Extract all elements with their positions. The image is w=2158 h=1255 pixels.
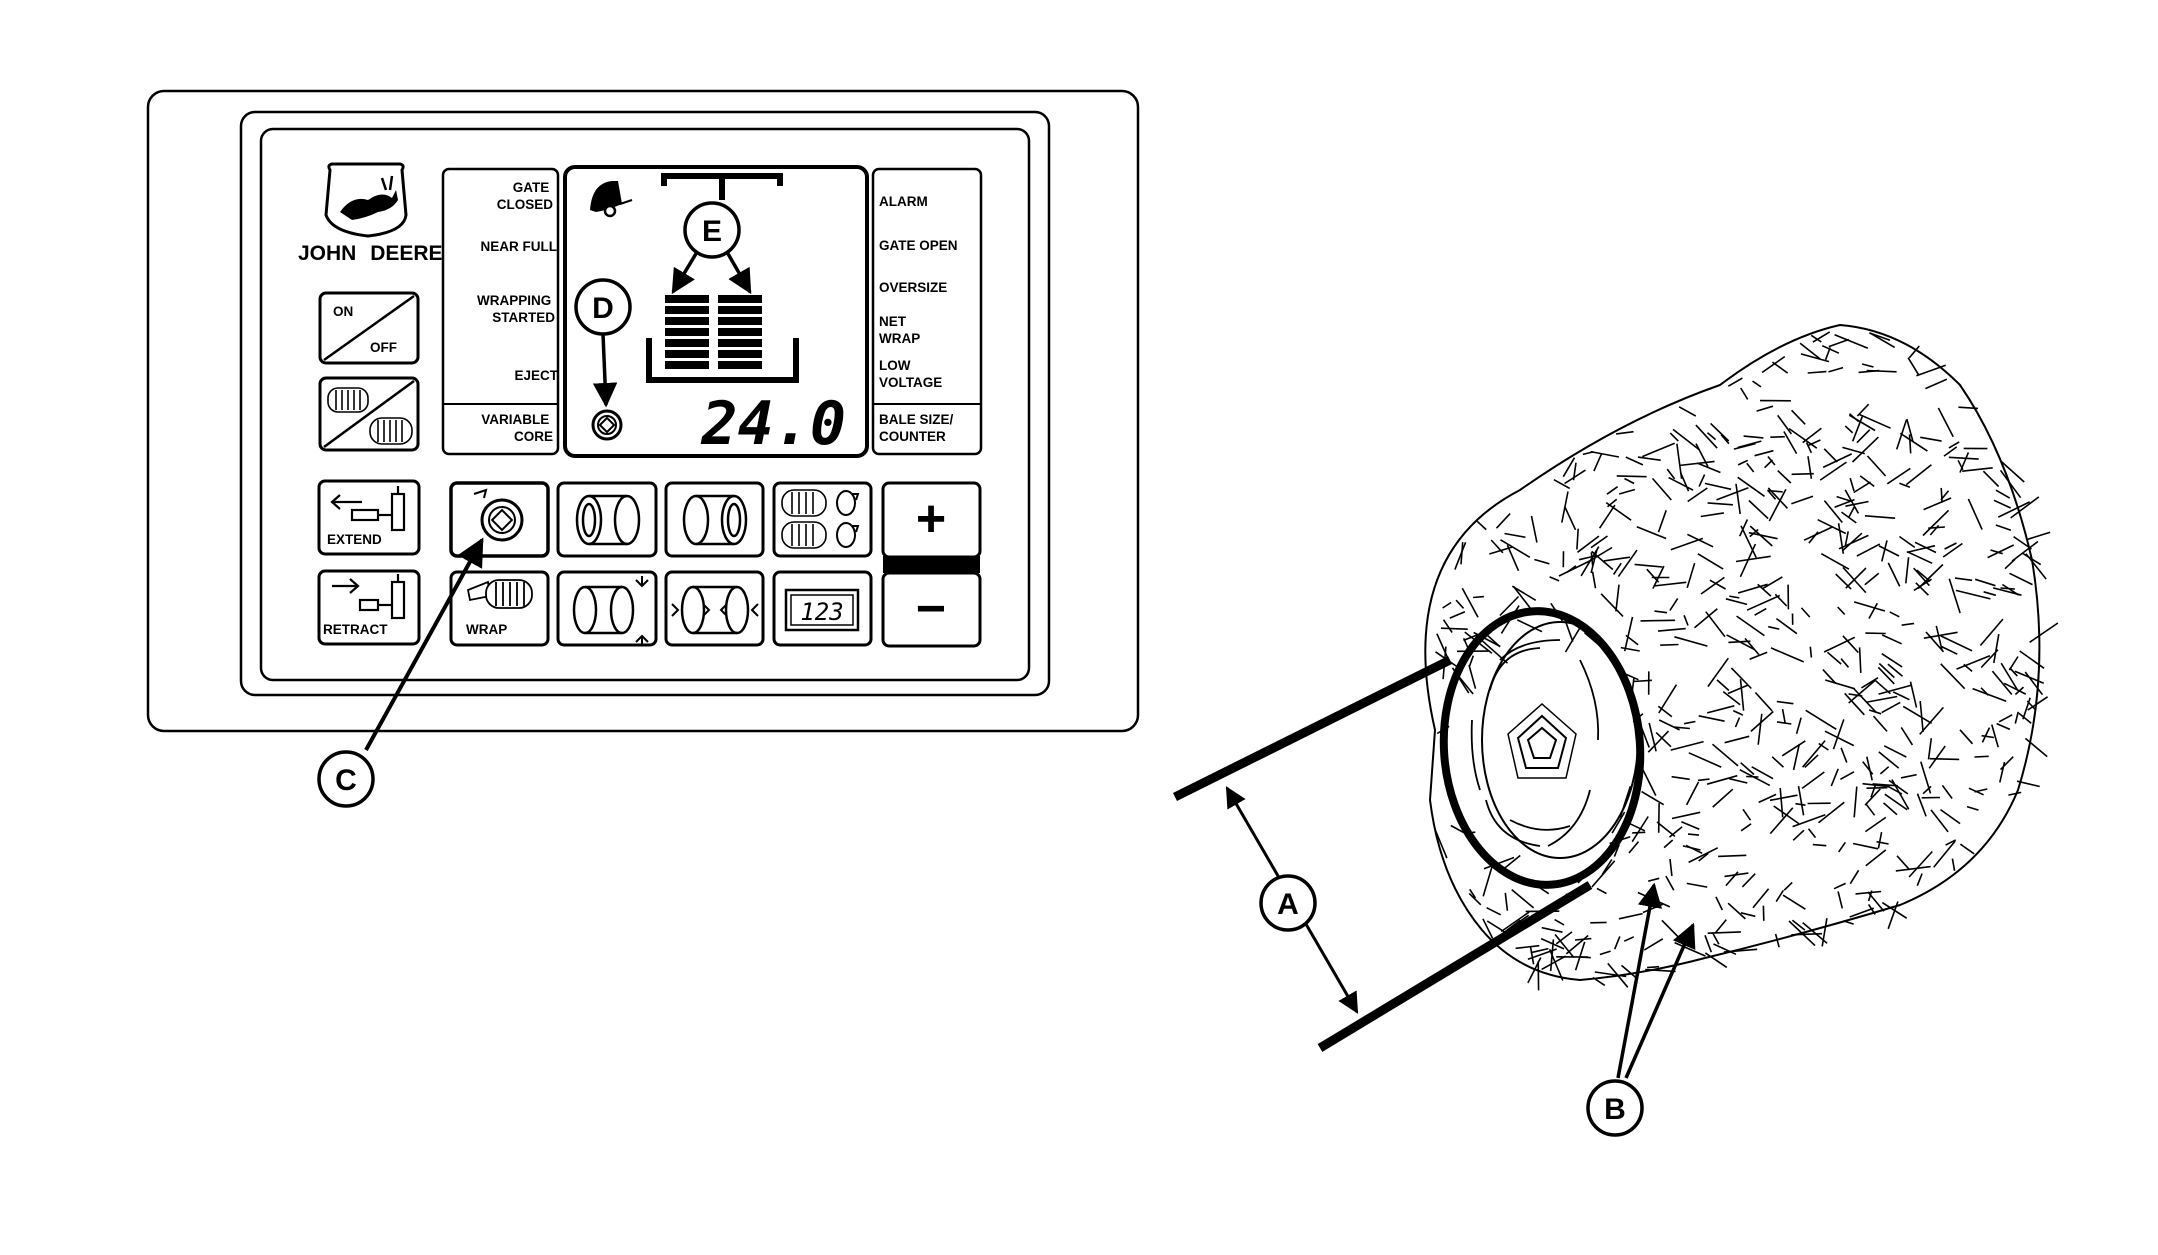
- retract-button[interactable]: RETRACT: [319, 571, 419, 644]
- oversize-label: OVERSIZE: [879, 280, 947, 295]
- straw-stroke: [1930, 759, 1960, 760]
- straw-stroke: [1718, 855, 1746, 856]
- callout-b-label: B: [1604, 1093, 1626, 1126]
- minus-button[interactable]: −: [883, 573, 980, 646]
- svg-text:C: C: [335, 764, 357, 797]
- plus-button[interactable]: +: [883, 483, 980, 557]
- wrap-button[interactable]: WRAP: [451, 572, 548, 645]
- off-label: OFF: [370, 340, 397, 355]
- straw-stroke: [1688, 834, 1699, 835]
- monitor: JOHN DEERE ON OFF: [148, 91, 1138, 806]
- straw-stroke: [1810, 647, 1811, 658]
- straw-stroke: [1975, 756, 1989, 757]
- straw-stroke: [1791, 934, 1822, 935]
- svg-text:JOHN DEERE: JOHN DEERE: [298, 242, 443, 265]
- minus-label: −: [916, 580, 946, 638]
- straw-stroke: [1647, 967, 1659, 968]
- on-off-button[interactable]: ON OFF: [320, 293, 418, 363]
- extend-label: EXTEND: [327, 532, 382, 547]
- straw-stroke: [2001, 588, 2015, 589]
- straw-stroke: [1617, 476, 1647, 477]
- brand-second: DEERE: [370, 242, 442, 265]
- straw-stroke: [1941, 488, 1942, 503]
- callout-a-label: A: [1277, 888, 1299, 921]
- svg-text:E: E: [702, 215, 722, 248]
- wrap-cycles-button[interactable]: [774, 483, 871, 556]
- bale-width-button[interactable]: [666, 572, 763, 645]
- straw-stroke: [1441, 628, 1468, 629]
- bale-size-readout: 24.0: [701, 389, 847, 459]
- straw-stroke: [1641, 620, 1676, 621]
- straw-stroke: [1770, 437, 1785, 438]
- plus-minus-divider: [883, 556, 980, 573]
- alarm-label: ALARM: [879, 194, 928, 209]
- extend-button[interactable]: EXTEND: [319, 481, 419, 554]
- straw-stroke: [1473, 597, 1484, 598]
- svg-text:D: D: [592, 292, 614, 325]
- eject-label: EJECT: [514, 368, 558, 383]
- counter-button[interactable]: 123: [774, 572, 871, 645]
- bale-size-bar-right: [718, 295, 762, 369]
- straw-stroke: [1660, 645, 1678, 646]
- near-full-label: NEAR FULL: [481, 239, 558, 254]
- bale-size-bar-left: [665, 295, 709, 369]
- straw-stroke: [2027, 532, 2050, 539]
- straw-stroke: [1867, 788, 1888, 789]
- round-bale-illustration: A B: [1175, 325, 2058, 1135]
- straw-stroke: [1813, 845, 1827, 846]
- small-bale-icon: [328, 388, 368, 412]
- on-label: ON: [333, 304, 353, 319]
- wrap-label: WRAP: [466, 622, 507, 637]
- retract-label: RETRACT: [323, 622, 388, 637]
- variable-core-button[interactable]: [451, 483, 548, 556]
- bale-shape-button[interactable]: [558, 483, 656, 556]
- bale-diameter-button[interactable]: [558, 572, 656, 646]
- brand-first: JOHN: [298, 242, 356, 265]
- counter-digits: 123: [800, 598, 843, 626]
- large-bale-icon: [370, 418, 412, 444]
- gate-open-label: GATE OPEN: [879, 238, 958, 253]
- straw-stroke: [1844, 921, 1854, 924]
- plus-label: +: [916, 490, 946, 548]
- bale-mode-button[interactable]: [320, 378, 418, 450]
- bale-shape-alt-button[interactable]: [666, 483, 763, 556]
